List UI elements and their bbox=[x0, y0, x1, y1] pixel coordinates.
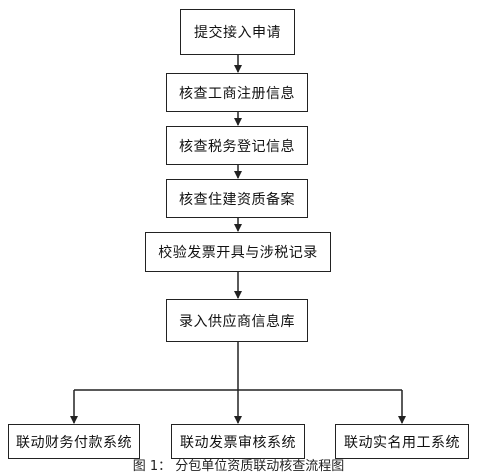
figure-caption: 图 1： 分包单位资质联动核查流程图 bbox=[132, 459, 345, 474]
output-finance-payment-system: 联动财务付款系统 bbox=[8, 424, 140, 459]
step-check-construction-qualification: 核查住建资质备案 bbox=[166, 179, 308, 218]
step-check-business-registration: 核查工商注册信息 bbox=[166, 73, 308, 112]
step-verify-invoice-tax-records: 校验发票开具与涉税记录 bbox=[145, 232, 331, 272]
step-check-tax-registration: 核查税务登记信息 bbox=[166, 126, 308, 165]
output-invoice-review-system: 联动发票审核系统 bbox=[171, 424, 305, 459]
step-enter-supplier-database: 录入供应商信息库 bbox=[166, 299, 308, 342]
step-submit-application: 提交接入申请 bbox=[180, 9, 295, 55]
output-real-name-labor-system: 联动实名用工系统 bbox=[335, 424, 469, 459]
